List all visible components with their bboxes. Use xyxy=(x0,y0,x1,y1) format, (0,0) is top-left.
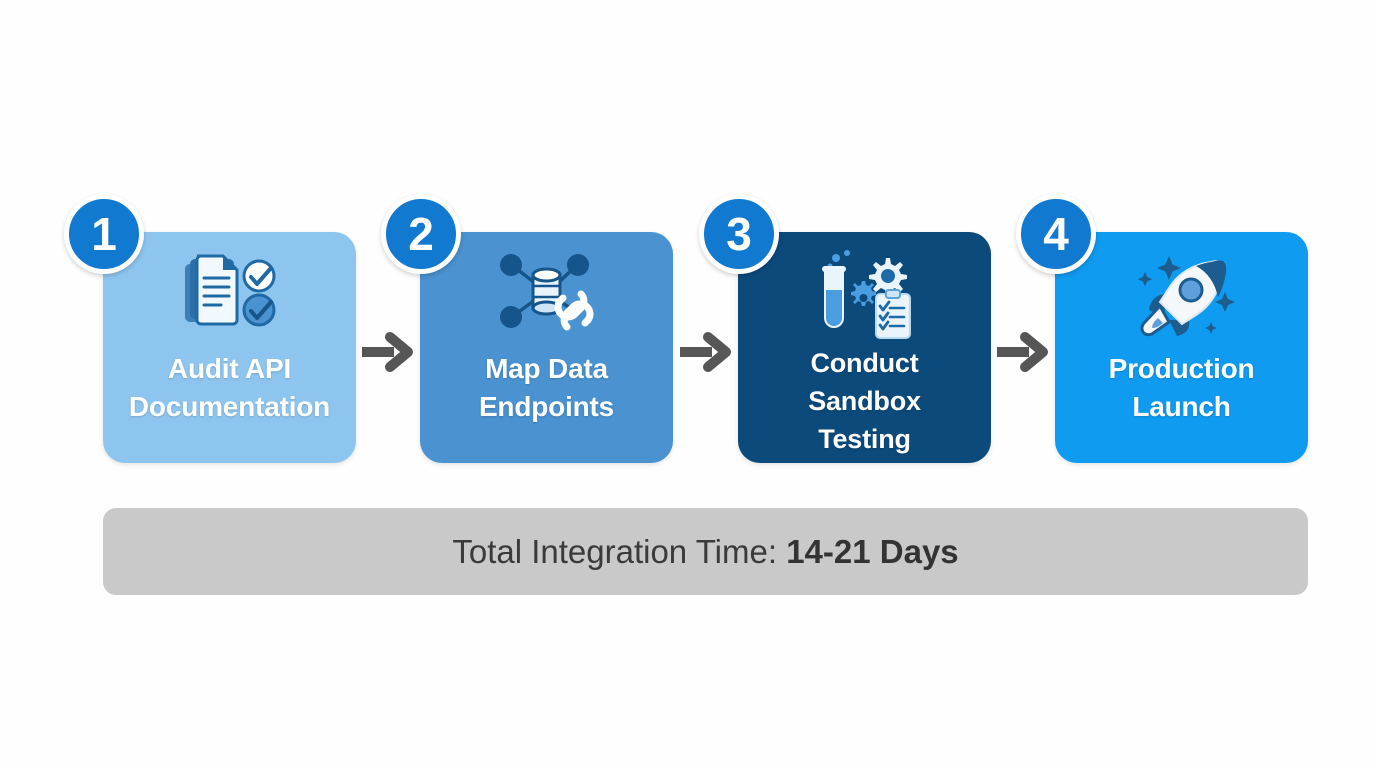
process-steps-row: Audit API Documentation 1 xyxy=(64,194,1308,463)
process-step-2[interactable]: Map Data Endpoints 2 xyxy=(381,194,673,463)
step-card-4[interactable]: Production Launch xyxy=(1055,232,1308,463)
arrow-step-2-to-3 xyxy=(680,332,731,372)
step-badge-3: 3 xyxy=(699,194,779,274)
total-integration-time-text: Total Integration Time: 14-21 Days xyxy=(452,533,958,571)
step-label-4: Production Launch xyxy=(1108,353,1255,422)
step-label-3: Conduct Sandbox Testing xyxy=(808,348,921,454)
sandbox-testing-icon xyxy=(821,250,911,339)
step-label-1: Audit API Documentation xyxy=(128,353,331,422)
rocket-launch-icon xyxy=(1137,256,1235,337)
process-step-4[interactable]: Production Launch 4 xyxy=(1016,194,1308,463)
step-badge-2: 2 xyxy=(381,194,461,274)
total-time-prefix: Total Integration Time: xyxy=(452,532,787,570)
step-card-3[interactable]: Conduct Sandbox Testing xyxy=(738,232,991,463)
process-step-3[interactable]: Conduct Sandbox Testing 3 xyxy=(699,194,991,463)
step-card-2[interactable]: Map Data Endpoints xyxy=(420,232,673,463)
step-card-1[interactable]: Audit API Documentation xyxy=(103,232,356,463)
step-badge-4: 4 xyxy=(1016,194,1096,274)
arrow-step-3-to-4 xyxy=(997,332,1048,372)
total-time-value: 14-21 Days xyxy=(786,532,959,570)
step-badge-1: 1 xyxy=(64,194,144,274)
arrow-step-1-to-2 xyxy=(362,332,413,372)
total-integration-time-banner: Total Integration Time: 14-21 Days xyxy=(103,508,1308,595)
process-step-1[interactable]: Audit API Documentation 1 xyxy=(64,194,356,463)
data-mapping-link-icon xyxy=(499,254,593,331)
step-label-2: Map Data Endpoints xyxy=(478,353,615,422)
document-checklist-icon xyxy=(184,254,275,327)
